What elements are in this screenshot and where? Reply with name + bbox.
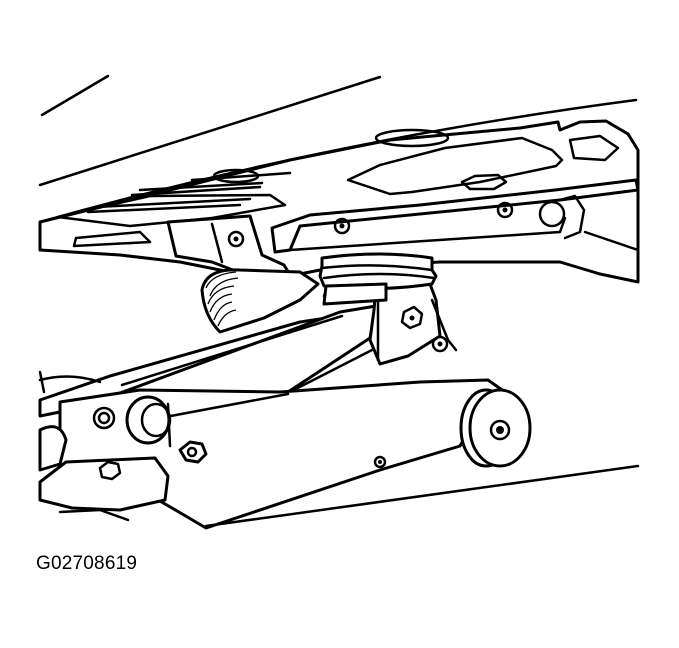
rear-roller [125, 395, 172, 445]
saddle-bolt-icon [400, 305, 424, 330]
frame-bolt-icon [333, 217, 351, 235]
ground-line [204, 464, 640, 528]
pivot-bolt-icon [92, 406, 116, 430]
vehicle-underbody [38, 74, 640, 334]
frame-bolt-icon [227, 230, 245, 248]
front-wheel [459, 388, 532, 468]
chassis-bolt-icon [373, 455, 387, 469]
saddle-pad [318, 252, 438, 306]
figure-id-label: G02708619 [36, 553, 138, 574]
hex-nut-icon [178, 440, 208, 464]
floor-jack [38, 252, 532, 530]
frame-bolt-icon [496, 201, 514, 219]
base-bolt-icon [98, 460, 122, 481]
arm-bolt-icon [431, 335, 449, 353]
